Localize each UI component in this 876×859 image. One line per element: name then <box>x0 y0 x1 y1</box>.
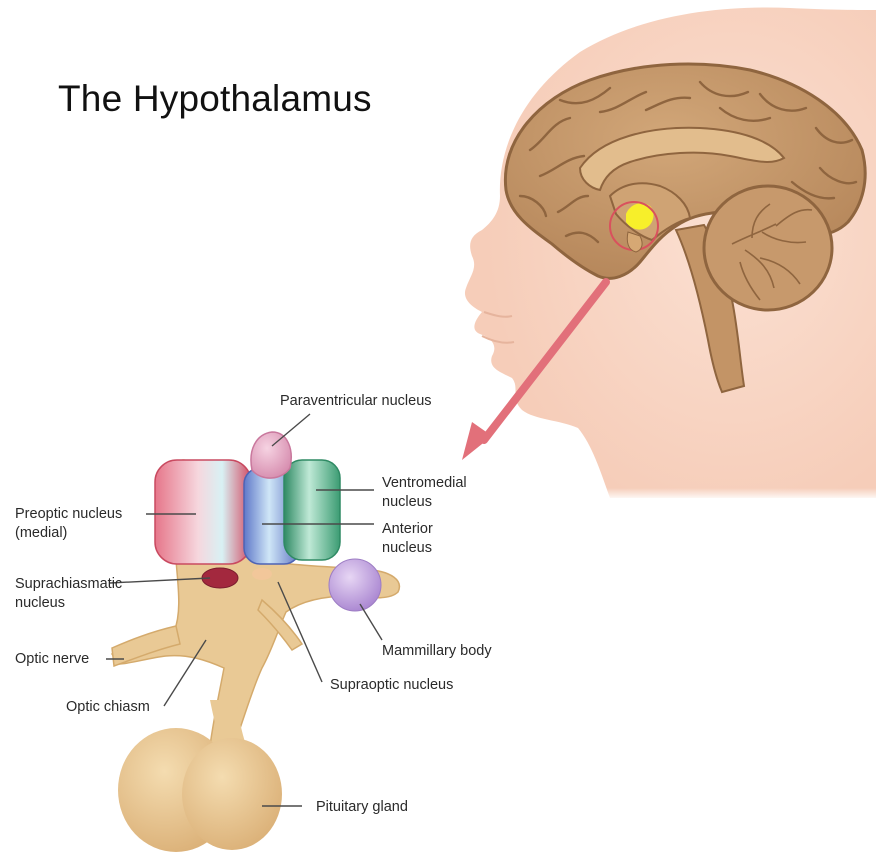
label-optic-nerve-text: Optic nerve <box>15 650 89 669</box>
label-optic-chiasm: Optic chiasm <box>66 698 150 717</box>
mammillary-body-shape <box>329 559 381 611</box>
label-suprachiasmatic-line1: Suprachiasmatic <box>15 575 122 594</box>
label-pituitary-text: Pituitary gland <box>316 798 408 817</box>
label-pituitary: Pituitary gland <box>316 798 408 817</box>
label-anterior-line2: nucleus <box>382 539 433 558</box>
label-supraoptic: Supraoptic nucleus <box>330 676 453 695</box>
label-ventromedial-line1: Ventromedial <box>382 474 467 493</box>
ventromedial-nucleus-shape <box>284 460 340 560</box>
label-anterior: Anterior nucleus <box>382 520 433 558</box>
enlarged-hypothalamus <box>112 432 399 852</box>
label-paraventricular: Paraventricular nucleus <box>280 392 432 411</box>
label-ventromedial-line2: nucleus <box>382 493 467 512</box>
label-suprachiasmatic-line2: nucleus <box>15 594 122 613</box>
label-paraventricular-text: Paraventricular nucleus <box>280 392 432 411</box>
mammillary-line <box>360 604 382 640</box>
label-optic-chiasm-text: Optic chiasm <box>66 698 150 717</box>
label-mammillary: Mammillary body <box>382 642 492 661</box>
label-ventromedial: Ventromedial nucleus <box>382 474 467 512</box>
label-anterior-line1: Anterior <box>382 520 433 539</box>
label-optic-nerve: Optic nerve <box>15 650 89 669</box>
supraoptic-nucleus-shape <box>252 568 272 580</box>
label-preoptic-line2: (medial) <box>15 524 122 543</box>
pituitary-right-lobe <box>182 738 282 850</box>
label-supraoptic-text: Supraoptic nucleus <box>330 676 453 695</box>
label-preoptic: Preoptic nucleus (medial) <box>15 505 122 543</box>
diagram-title: The Hypothalamus <box>58 78 372 120</box>
paraventricular-nucleus-shape <box>251 432 291 478</box>
neck-fade <box>600 440 876 500</box>
paraventricular-line <box>272 414 310 446</box>
preoptic-nucleus-shape <box>155 460 251 564</box>
label-suprachiasmatic: Suprachiasmatic nucleus <box>15 575 122 613</box>
label-preoptic-line1: Preoptic nucleus <box>15 505 122 524</box>
label-mammillary-text: Mammillary body <box>382 642 492 661</box>
